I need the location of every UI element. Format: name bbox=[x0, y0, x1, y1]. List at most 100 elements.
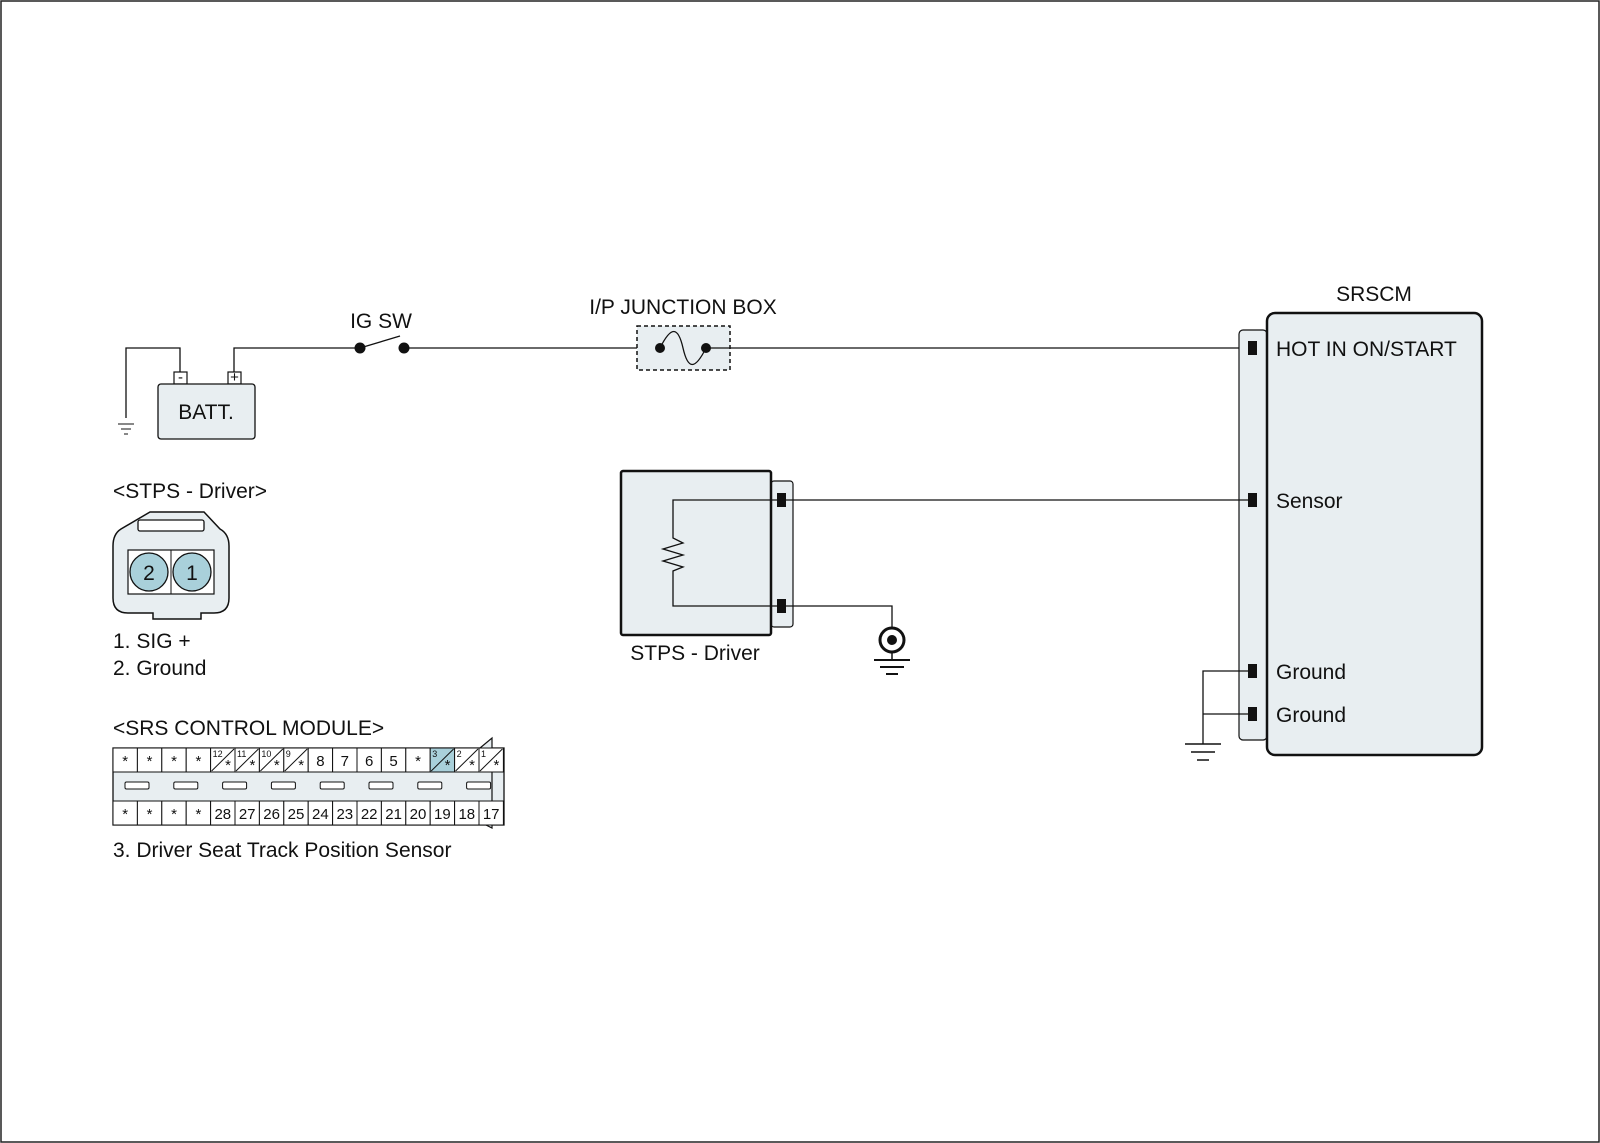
srs-top-row-cell bbox=[332, 747, 358, 773]
battery-body bbox=[157, 383, 256, 440]
ground-symbol-stps bbox=[874, 626, 910, 675]
unused-pin-slash bbox=[284, 748, 308, 772]
pin-unused-mark: * bbox=[274, 757, 280, 774]
stps-legend-2: 2. Ground bbox=[113, 657, 206, 680]
wire-ground-1 bbox=[1202, 670, 1248, 744]
srs-latch-slot bbox=[319, 781, 345, 790]
stps-connector-latch bbox=[137, 519, 205, 532]
stps-body bbox=[619, 469, 773, 637]
pin-unused-mark: * bbox=[122, 806, 128, 823]
srscm-ground1-label: Ground bbox=[1276, 661, 1346, 684]
srs-bottom-row-cell bbox=[161, 800, 187, 826]
unused-pin-slash bbox=[479, 748, 503, 772]
stps-pin-2 bbox=[777, 599, 786, 613]
pin-number: 11 bbox=[237, 749, 246, 759]
srs-latch-slot bbox=[466, 781, 492, 790]
pin-unused-mark: * bbox=[298, 757, 304, 774]
pin-unused-mark: * bbox=[195, 753, 201, 770]
srs-legend: 3. Driver Seat Track Position Sensor bbox=[113, 839, 451, 862]
srscm-hot-in-label: HOT IN ON/START bbox=[1276, 338, 1457, 361]
srscm-label: SRSCM bbox=[1336, 283, 1412, 306]
ground-symbol-battery bbox=[118, 423, 134, 435]
ig-switch-label: IG SW bbox=[350, 310, 412, 333]
srs-bottom-row-cell bbox=[112, 800, 138, 826]
stps-pin-1 bbox=[777, 493, 786, 507]
srs-middle-row bbox=[124, 781, 492, 790]
battery-label: BATT. bbox=[178, 401, 234, 424]
unused-pin-slash bbox=[235, 748, 259, 772]
pin-ground-2 bbox=[1248, 707, 1257, 721]
stps-resistor bbox=[660, 499, 781, 607]
pin-number: 9 bbox=[286, 749, 291, 759]
srscm-ground2-label: Ground bbox=[1276, 704, 1346, 727]
srs-top-row-cell bbox=[405, 747, 431, 773]
stps-connector: <STPS - Driver> 2 1 1. SIG + 2. Ground bbox=[112, 480, 267, 680]
battery: - + BATT. bbox=[118, 347, 256, 440]
pin-number: 28 bbox=[214, 806, 231, 823]
pin-unused-mark: * bbox=[469, 757, 475, 774]
pin-unused-mark: * bbox=[195, 806, 201, 823]
pin-unused-mark: * bbox=[249, 757, 255, 774]
srscm-body bbox=[1265, 311, 1484, 757]
ground-symbol-srscm bbox=[1185, 743, 1221, 761]
pin-unused-mark: * bbox=[445, 757, 451, 774]
srscm-sensor-label: Sensor bbox=[1276, 490, 1343, 513]
pin-number: 18 bbox=[458, 806, 475, 823]
srs-latch-slot bbox=[417, 781, 443, 790]
srs-latch-slot bbox=[222, 781, 248, 790]
stps-component: STPS - Driver bbox=[619, 469, 794, 665]
pin-number: 19 bbox=[434, 806, 451, 823]
stps-pin-1-terminal bbox=[172, 552, 212, 592]
pin-unused-mark: * bbox=[225, 757, 231, 774]
srscm-connector-strip bbox=[1238, 329, 1268, 741]
junction-box-label: I/P JUNCTION BOX bbox=[589, 296, 776, 319]
pin-number: 26 bbox=[263, 806, 280, 823]
pin-number: 21 bbox=[385, 806, 402, 823]
srs-connector-title: <SRS CONTROL MODULE> bbox=[113, 717, 384, 740]
pin-ground-1 bbox=[1248, 664, 1257, 678]
pin-hot-in bbox=[1248, 341, 1257, 355]
pin-number: 24 bbox=[312, 806, 329, 823]
pin-number: 8 bbox=[316, 753, 324, 770]
srs-top-row-cell bbox=[112, 747, 138, 773]
pin-number: 27 bbox=[239, 806, 256, 823]
srs-latch-slot bbox=[270, 781, 296, 790]
srs-bottom-row-cell bbox=[307, 800, 334, 826]
stps-component-label: STPS - Driver bbox=[630, 642, 760, 665]
pin-unused-mark: * bbox=[147, 806, 153, 823]
wire-stps-ground bbox=[786, 605, 893, 628]
pin-unused-mark: * bbox=[122, 753, 128, 770]
stps-pin-2-terminal bbox=[129, 552, 169, 592]
stps-connector-title: <STPS - Driver> bbox=[113, 480, 267, 503]
unused-pin-slash bbox=[430, 748, 454, 772]
stps-pin-1-number: 1 bbox=[186, 562, 198, 585]
pin-number: 7 bbox=[341, 753, 349, 770]
pin-number: 12 bbox=[213, 749, 223, 759]
pin-number: 20 bbox=[410, 806, 427, 823]
srs-bottom-row-cell bbox=[283, 800, 309, 826]
stps-legend-1: 1. SIG + bbox=[113, 630, 191, 653]
srs-bottom-row-cell bbox=[478, 800, 504, 826]
srs-latch-slot bbox=[368, 781, 394, 790]
pin-number: 3 bbox=[432, 749, 437, 759]
pin-unused-mark: * bbox=[147, 753, 153, 770]
srscm-module: SRSCM HOT IN ON/START Sensor Ground Grou… bbox=[1238, 283, 1484, 757]
unused-pin-slash bbox=[260, 748, 284, 772]
srs-latch-slot bbox=[124, 781, 150, 790]
pin-number: 10 bbox=[261, 749, 271, 759]
pin-number: 1 bbox=[481, 749, 486, 759]
pin-number: 23 bbox=[336, 806, 353, 823]
unused-pin-slash bbox=[455, 748, 479, 772]
battery-negative-label: - bbox=[178, 369, 183, 386]
pin-number: 22 bbox=[361, 806, 378, 823]
srs-bottom-row-cell bbox=[429, 800, 456, 826]
srs-top-row-cell bbox=[136, 747, 163, 773]
pin-unused-mark: * bbox=[493, 757, 499, 774]
stps-pin-2-number: 2 bbox=[143, 562, 155, 585]
srs-bottom-row-cell bbox=[380, 800, 407, 826]
battery-positive-label: + bbox=[230, 369, 239, 386]
fuse-symbol bbox=[659, 330, 707, 366]
srs-top-row-cell bbox=[307, 747, 334, 773]
